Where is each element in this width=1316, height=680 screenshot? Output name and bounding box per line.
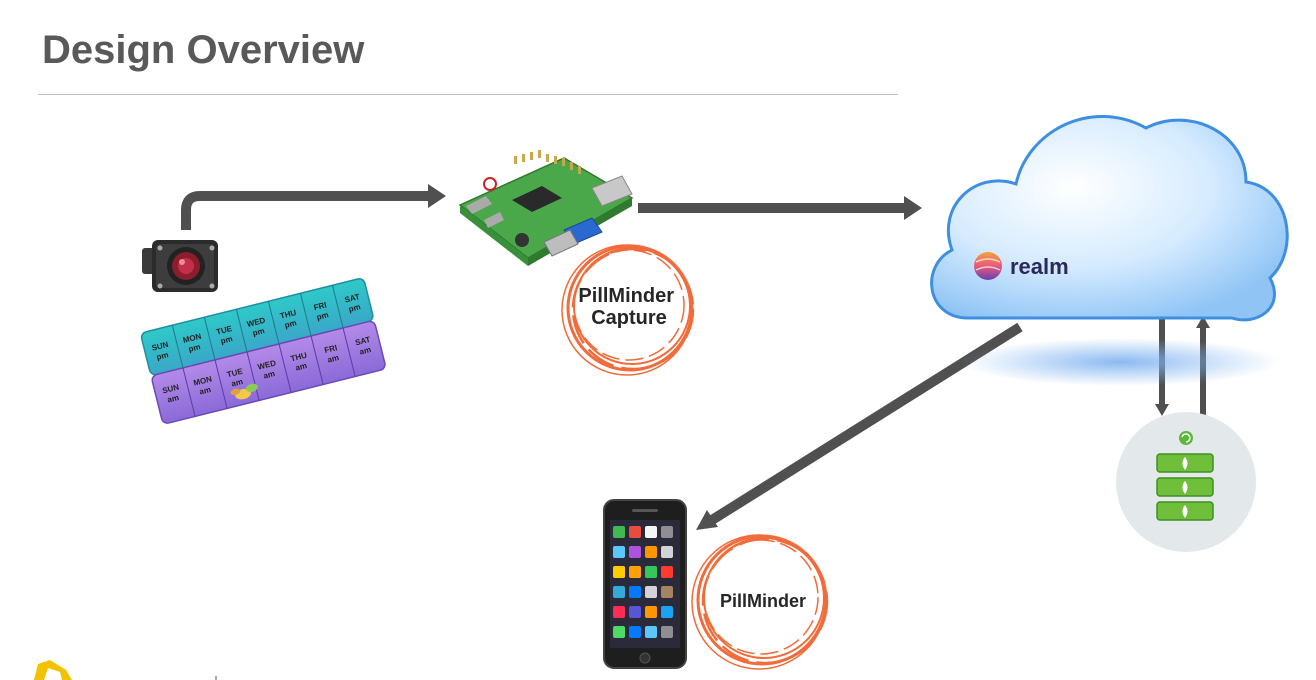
db-to-cloud-arrowhead bbox=[1196, 316, 1210, 328]
flow-arrows bbox=[181, 184, 1210, 530]
svg-text:am: am bbox=[263, 369, 276, 381]
svg-text:am: am bbox=[198, 385, 211, 397]
svg-text:pm: pm bbox=[220, 334, 234, 346]
pi-to-cloud-arrowhead bbox=[904, 196, 922, 220]
svg-text:am: am bbox=[166, 393, 179, 405]
svg-text:am: am bbox=[230, 377, 243, 389]
realm-label: realm bbox=[1010, 254, 1069, 279]
pillminder-capture-label: PillMinder Capture bbox=[578, 285, 679, 329]
svg-text:WED: WED bbox=[257, 358, 278, 371]
svg-text:MON: MON bbox=[193, 374, 214, 387]
svg-text:am: am bbox=[359, 345, 372, 357]
svg-text:SUN: SUN bbox=[161, 383, 180, 396]
svg-text:THU: THU bbox=[279, 308, 297, 321]
svg-text:FRI: FRI bbox=[323, 343, 338, 355]
pillminder-capture-badge: PillMinder Capture bbox=[561, 244, 695, 376]
svg-text:FRI: FRI bbox=[313, 300, 328, 312]
realm-logo: realm bbox=[974, 252, 1069, 280]
title-divider bbox=[38, 94, 898, 95]
svg-text:pm: pm bbox=[156, 350, 170, 362]
slide-title: Design Overview bbox=[42, 28, 365, 72]
svg-text:pm: pm bbox=[348, 302, 362, 314]
svg-text:SUN: SUN bbox=[151, 340, 170, 353]
camera-to-pi-arrowhead bbox=[428, 184, 446, 208]
database-server-icon bbox=[1116, 412, 1256, 552]
svg-text:THU: THU bbox=[290, 351, 308, 364]
svg-text:pm: pm bbox=[316, 310, 330, 322]
raspberry-pi-image bbox=[458, 150, 634, 266]
cloud-shape bbox=[930, 115, 1289, 322]
svg-text:pm: pm bbox=[252, 326, 266, 338]
svg-text:MON: MON bbox=[182, 332, 203, 345]
cloud-shadow bbox=[960, 338, 1280, 386]
logo-fragment bbox=[34, 660, 217, 680]
svg-text:TUE: TUE bbox=[215, 324, 233, 337]
phone-app-grid bbox=[613, 526, 673, 638]
svg-text:pm: pm bbox=[284, 318, 298, 330]
cloud-to-db-arrowhead bbox=[1155, 404, 1169, 416]
smartphone-image bbox=[603, 499, 687, 669]
svg-text:SAT: SAT bbox=[344, 292, 361, 304]
svg-text:TUE: TUE bbox=[226, 367, 244, 380]
pillminder-app-badge: PillMinder bbox=[691, 534, 829, 670]
svg-text:WED: WED bbox=[246, 316, 267, 329]
cloud-to-phone-arrowhead bbox=[696, 510, 718, 530]
pillminder-label: PillMinder bbox=[720, 591, 806, 611]
svg-text:am: am bbox=[295, 361, 308, 373]
camera-to-pi-arrow bbox=[181, 191, 430, 230]
cloud-service: realm bbox=[930, 115, 1289, 386]
svg-text:pm: pm bbox=[188, 342, 202, 354]
svg-text:am: am bbox=[327, 353, 340, 365]
camera-icon bbox=[142, 240, 218, 292]
svg-text:SAT: SAT bbox=[354, 335, 371, 347]
